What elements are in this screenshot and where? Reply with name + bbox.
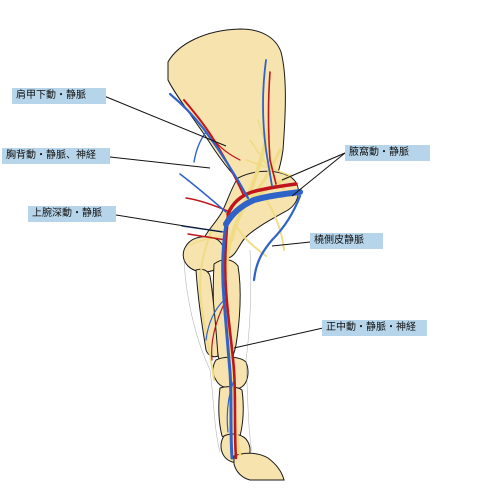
label-cephalic-vein: 橈側皮静脈 (310, 233, 383, 249)
leader-scapular (103, 95, 227, 147)
cephalic-vein (252, 194, 302, 282)
axillary-vein (223, 189, 303, 227)
leader-axillary-1 (281, 152, 346, 181)
label-scapular-vessels: 肩甲下動・静脈 (12, 88, 106, 104)
leader-thoracodorsal (109, 156, 211, 169)
label-thoracodorsal-vessels: 胸背動・静脈、神経 (2, 148, 110, 164)
leader-lines (103, 95, 346, 349)
limb-outline (183, 249, 253, 453)
brachial-vein (221, 222, 234, 460)
leader-axillary-2 (291, 152, 346, 197)
axillary-artery (226, 182, 298, 216)
hoof (233, 452, 285, 481)
bones (167, 28, 299, 481)
brachial-artery (223, 212, 238, 460)
label-median-vessels-nerve: 正中動・静脈・神経 (322, 320, 427, 336)
label-deep-brachial-vessels: 上腕深動・静脈 (28, 206, 116, 222)
leader-median (233, 327, 324, 349)
label-axillary-vessels: 腋窩動・静脈 (345, 145, 430, 161)
leader-deep-brachial (115, 214, 223, 233)
ulna (195, 268, 219, 358)
